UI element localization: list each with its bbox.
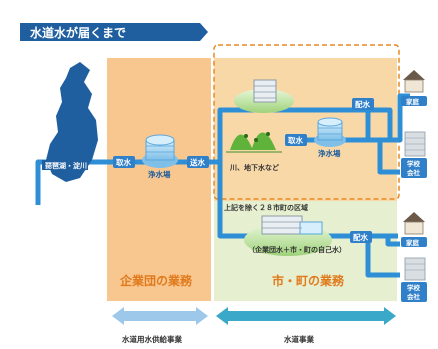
- river-groundwater-label: 川、地下水など: [229, 163, 279, 172]
- waterworks-label: 水道事業: [284, 334, 314, 344]
- home-bottom: [401, 212, 427, 247]
- main-pipe: [35, 107, 393, 205]
- intake-tag-river: [285, 134, 307, 146]
- excluded-area-label: 上記を除く２８市町の区域: [224, 203, 308, 212]
- hills: [226, 132, 282, 153]
- home-top-label: 家庭: [406, 97, 420, 106]
- intake-tag-left: [113, 156, 135, 168]
- title-banner: 水道水が届くまで: [20, 23, 208, 41]
- transmission-tag: [187, 156, 209, 168]
- page-title: 水道水が届くまで: [30, 25, 126, 40]
- lower-municipal-facility: [244, 215, 332, 256]
- lake-biwa-shape: [46, 62, 98, 182]
- distribution-tag-bottom: [350, 231, 372, 243]
- home-bottom-label: 家庭: [406, 238, 420, 247]
- upper-municipal-plant: [234, 79, 294, 113]
- municipal-plant-label: 浄水場: [318, 148, 341, 158]
- distribution-top-pipe-2: [377, 140, 400, 175]
- distribution-tag-top: [352, 98, 374, 110]
- school-bottom-label-1: 学校: [407, 283, 421, 292]
- school-top: [401, 131, 427, 178]
- distribution-bottom-pipe-2: [385, 236, 400, 247]
- distribution-bottom-pipe: [365, 236, 400, 278]
- intake-tag-left-label: 取水: [116, 157, 131, 167]
- corporation-region-label: 企業団の業務: [119, 273, 193, 288]
- lower-pipe: [217, 162, 398, 239]
- school-top-label-2: 会社: [407, 168, 421, 177]
- distribution-tag-bottom-label: 配水: [353, 232, 368, 242]
- water-mix-label: （企業団水＋市・町の自己水）: [248, 245, 346, 254]
- waterworks-arrow: [216, 307, 396, 325]
- corporation-region: [107, 58, 211, 301]
- school-top-label-1: 学校: [407, 159, 421, 168]
- intake-tag-river-label: 取水: [288, 135, 303, 145]
- bulk-supply-label: 水道用水供給事業: [122, 334, 182, 344]
- bulk-supply-arrow: [112, 307, 208, 325]
- school-bottom: [401, 257, 427, 302]
- municipal-plant: [314, 117, 346, 147]
- transmission-tag-label: 送水: [189, 157, 205, 167]
- lake-label-bg: [42, 160, 88, 170]
- corporation-plant-label: 浄水場: [148, 169, 171, 179]
- corporation-plant: [142, 134, 178, 168]
- home-top: [401, 70, 427, 106]
- municipal-region-label: 市・町の業務: [272, 273, 345, 288]
- school-bottom-label-2: 会社: [407, 292, 421, 301]
- lake-label: 琵琶湖・淀川: [45, 161, 87, 170]
- distribution-tag-top-label: 配水: [355, 99, 370, 109]
